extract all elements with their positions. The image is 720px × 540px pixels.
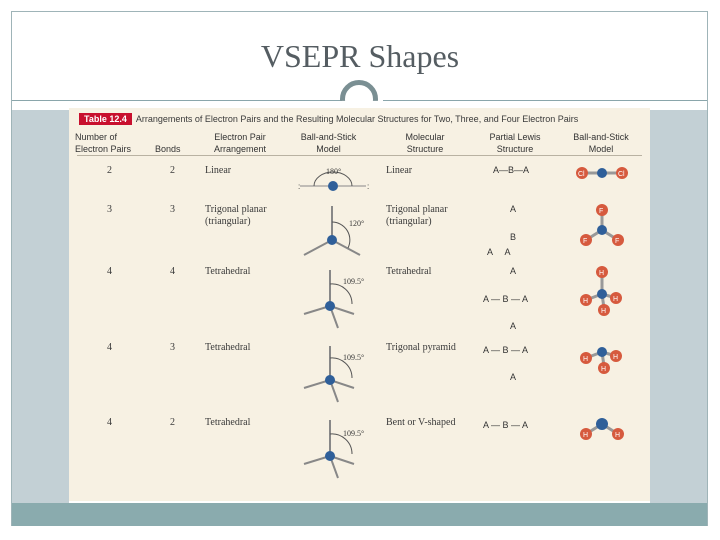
row2-lewis-bottom: A A <box>487 247 511 257</box>
decorative-ring-icon <box>340 80 378 101</box>
row5-arrangement: Tetrahedral <box>205 417 251 428</box>
row5-atom-h-right: H <box>615 432 620 439</box>
row5-angle: 109.5° <box>343 429 365 438</box>
row4-nh3-model: H H H <box>580 347 622 374</box>
side-panel-left <box>12 110 69 503</box>
row3-atom-h-left: H <box>583 298 588 305</box>
row4-lewis-center: A — B — A <box>483 345 529 355</box>
title-rule-left <box>12 100 342 101</box>
row5-structure: Bent or V-shaped <box>386 417 456 428</box>
row5-atom-h-left: H <box>583 432 588 439</box>
row4-atom-h-left: H <box>583 356 588 363</box>
row4-structure: Trigonal pyramid <box>386 342 456 353</box>
row3-pairs: 4 <box>107 266 112 277</box>
row4-bonds: 3 <box>170 342 175 353</box>
row1-atom-cl-left: Cl <box>578 171 585 178</box>
row3-atom-h-top: H <box>599 270 604 277</box>
row1-arrangement: Linear <box>205 165 232 176</box>
header-ball-stick-2: Ball-and-Stick Model <box>573 132 629 154</box>
table-caption-label: Table 12.4 <box>79 113 132 125</box>
row2-bf3-model: F F F <box>580 204 624 246</box>
row1-pairs: 2 <box>107 165 112 176</box>
row4-lewis-bottom: A <box>510 372 517 382</box>
row2-lewis-top: A <box>510 204 517 214</box>
row4-atom-h-bottom: H <box>601 366 606 373</box>
table-caption-text: Arrangements of Electron Pairs and the R… <box>135 114 579 124</box>
row4-atom-h-right: H <box>613 354 618 361</box>
row4-arrangement: Tetrahedral <box>205 342 251 353</box>
row2-atom-f-left: F <box>583 238 587 245</box>
header-lewis: Partial Lewis Structure <box>489 132 541 154</box>
row2-atom-f-top: F <box>599 208 603 215</box>
slide-title: VSEPR Shapes <box>260 38 460 74</box>
header-rule <box>77 155 642 156</box>
title-rule-right <box>383 100 707 101</box>
row3-arrangement: Tetrahedral <box>205 266 251 277</box>
row3-ch4-model: H H H H <box>580 266 622 316</box>
row5-arrangement-model <box>303 420 355 479</box>
row5-bonds: 2 <box>170 417 175 428</box>
bottom-bar <box>12 503 707 526</box>
row3-lewis-center: A — B — A <box>483 294 529 304</box>
row5-pairs: 4 <box>107 417 112 428</box>
row3-lewis-top: A <box>510 266 517 276</box>
row3-bonds: 4 <box>170 266 175 277</box>
row3-atom-h-bottom: H <box>601 308 606 315</box>
row3-structure: Tetrahedral <box>386 266 432 277</box>
row2-angle: 120° <box>349 219 365 228</box>
row4-pairs: 4 <box>107 342 112 353</box>
row3-arrangement-model <box>303 270 355 329</box>
row5-lewis-center: A — B — A <box>483 420 529 430</box>
side-panel-right <box>650 110 707 503</box>
row3-atom-h-right: H <box>613 296 618 303</box>
svg-text::: : <box>298 182 300 191</box>
row5-h2o-model: H H <box>580 418 624 440</box>
row4-angle: 109.5° <box>343 353 365 362</box>
row2-pairs: 3 <box>107 204 112 215</box>
row1-bonds: 2 <box>170 165 175 176</box>
row1-beCl2-model: Cl Cl <box>576 167 628 179</box>
row2-arrangement: Trigonal planar (triangular) <box>205 204 267 227</box>
row1-structure: Linear <box>386 165 413 176</box>
row4-arrangement-model <box>303 346 355 403</box>
row1-atom-cl-right: Cl <box>618 171 625 178</box>
header-ball-stick-1: Ball-and-Stick Model <box>300 132 357 154</box>
row1-lewis: A—B—A <box>493 165 530 175</box>
header-arrangement: Electron Pair Arrangement <box>213 132 267 154</box>
row2-structure: Trigonal planar (triangular) <box>386 204 448 227</box>
header-molecular-structure: Molecular Structure <box>405 132 445 154</box>
row2-arrangement-model <box>303 206 361 256</box>
row1-angle: 180° <box>326 167 342 176</box>
row2-atom-f-right: F <box>615 238 619 245</box>
row1-arrangement-model: : : <box>298 171 369 191</box>
row3-lewis-bottom: A <box>510 321 517 331</box>
svg-text::: : <box>367 182 369 191</box>
row3-angle: 109.5° <box>343 277 365 286</box>
row2-lewis-center: B <box>510 232 517 242</box>
header-bonds: Bonds <box>155 144 181 154</box>
row2-bonds: 3 <box>170 204 175 215</box>
header-electron-pairs: Number of Electron Pairs <box>75 132 132 154</box>
